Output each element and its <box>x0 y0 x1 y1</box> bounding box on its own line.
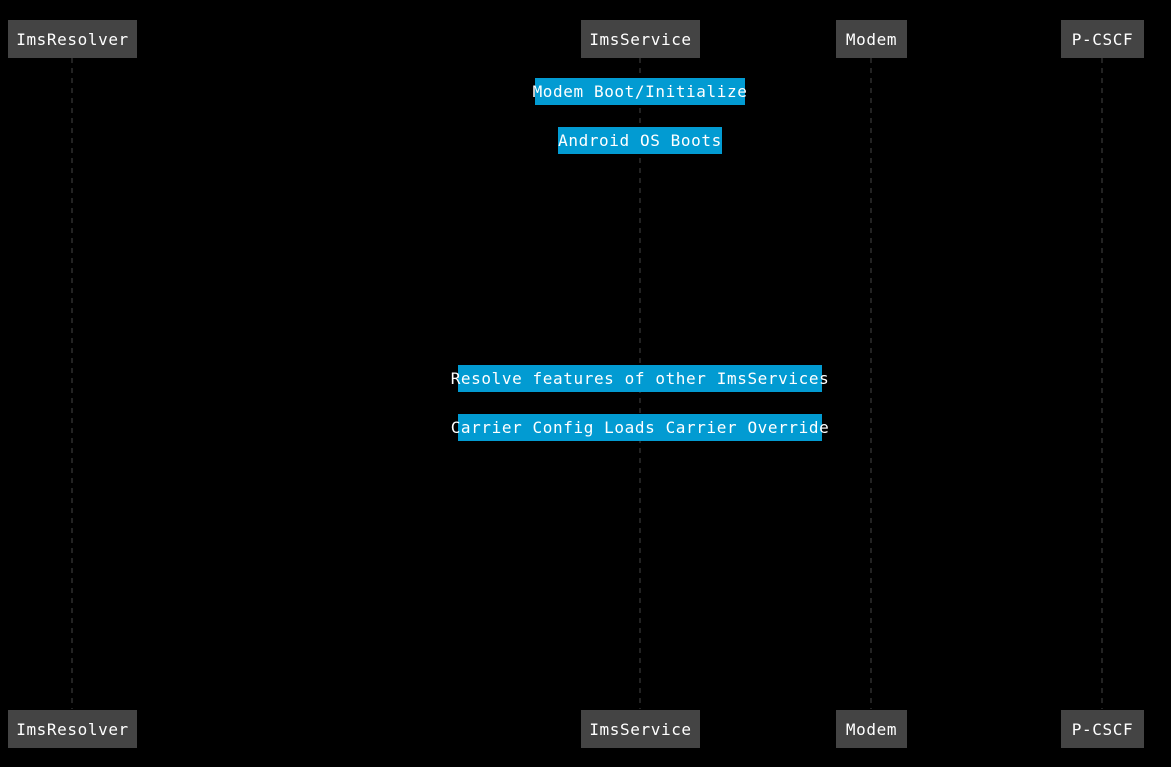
participant-header-modem[interactable]: Modem <box>836 20 907 58</box>
participant-header-ims-service[interactable]: ImsService <box>581 20 700 58</box>
participant-footer-ims-service[interactable]: ImsService <box>581 710 700 748</box>
note-modem-boot[interactable]: Modem Boot/Initialize <box>533 78 747 105</box>
note-android-os-boots[interactable]: Android OS Boots <box>558 127 722 154</box>
lifeline-ims-resolver <box>71 58 73 709</box>
lifeline-p-cscf <box>1101 58 1103 709</box>
participant-header-ims-resolver[interactable]: ImsResolver <box>8 20 137 58</box>
participant-footer-ims-resolver[interactable]: ImsResolver <box>8 710 137 748</box>
participant-footer-p-cscf[interactable]: P-CSCF <box>1061 710 1144 748</box>
note-carrier-config[interactable]: Carrier Config Loads Carrier Override <box>451 414 829 441</box>
lifeline-modem <box>870 58 872 709</box>
participant-footer-modem[interactable]: Modem <box>836 710 907 748</box>
participant-header-p-cscf[interactable]: P-CSCF <box>1061 20 1144 58</box>
note-resolve-features[interactable]: Resolve features of other ImsServices <box>451 365 829 392</box>
